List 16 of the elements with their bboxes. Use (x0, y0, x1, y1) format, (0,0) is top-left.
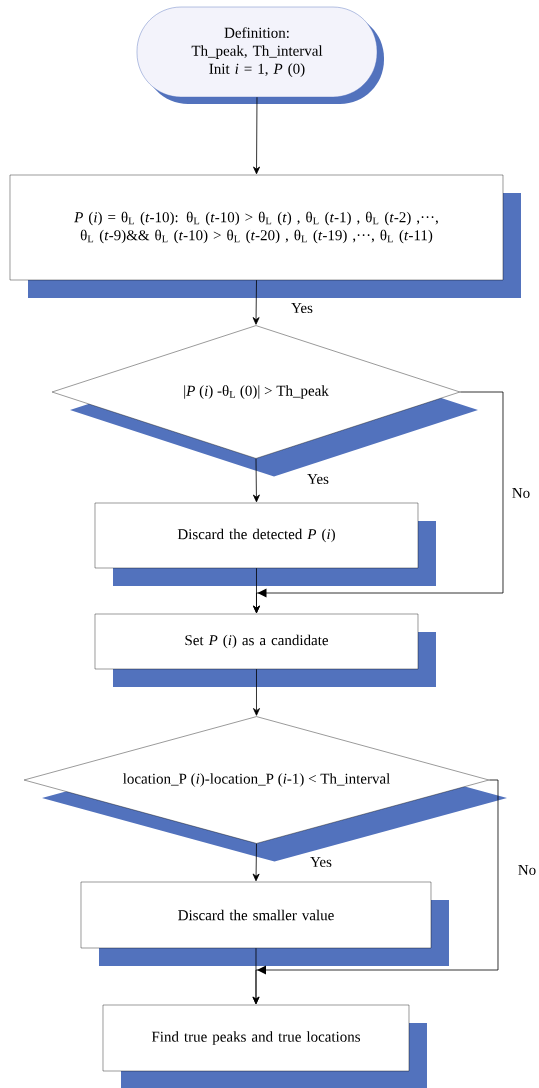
process-box: Set P (i) as a candidate (94, 613, 436, 687)
edge-label: No (516, 864, 538, 876)
arrow (252, 279, 260, 325)
arrow (252, 458, 260, 503)
arrow (253, 668, 260, 716)
edge-label: No (510, 487, 532, 499)
arrow (252, 843, 260, 882)
start-terminal: Definition: Th_peak, Th_interval Init i = 1, P (0) (136, 6, 384, 104)
arrow (252, 947, 260, 1005)
process-box: Find true peaks and true locations (102, 1004, 427, 1088)
process-box: Discard the detected P (i) (94, 502, 436, 586)
arrow (253, 567, 260, 614)
process-box: Discard the smaller value (80, 881, 449, 966)
process-box: P (i) = θ$_{L}$ (t-10): θ$_{L}$ (t-10) > θ$_{L}$ (t) , θ$_{L}$ (t-1) , θ$_{L}$ (t-2) ,···, θ$_{L}$ (t-9)&& θ$_{L}$ (t-10) > θ$_{L}$ (t-20) , θ$_{L}$ (t-19) ,···, θ$_{L}$ (t-11) (9, 174, 521, 298)
arrow (253, 96, 260, 175)
edge-label: Yes (290, 302, 314, 314)
